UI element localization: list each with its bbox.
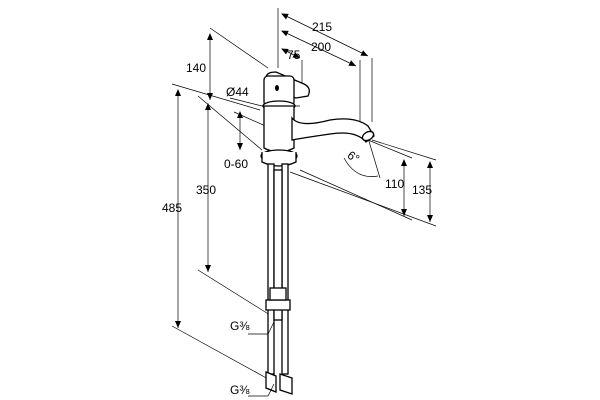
thread-fitting-right xyxy=(279,373,293,395)
dimension-135: 135 xyxy=(289,139,437,227)
dim-44-label: Ø44 xyxy=(226,85,249,99)
spout xyxy=(291,116,375,143)
dimension-485: 485 xyxy=(162,83,271,381)
dim-75-label: 75 xyxy=(287,48,301,62)
dimension-angle-6: 6° xyxy=(343,137,381,179)
mounting-rod xyxy=(273,169,283,321)
thread-label-2: G⅜ xyxy=(230,383,250,397)
spout-aerator xyxy=(361,130,375,142)
dimension-200: 200 xyxy=(281,30,361,125)
faucet xyxy=(260,71,375,395)
thread-callout-1: G⅜ xyxy=(230,319,275,335)
fixing-nut xyxy=(265,299,291,311)
dim-215-label: 215 xyxy=(312,20,332,34)
supply-hose-left xyxy=(267,163,275,375)
dim-350-label: 350 xyxy=(196,183,216,197)
dimension-110: 110 xyxy=(299,139,413,221)
supply-hose-right xyxy=(281,163,289,375)
dim-110-label: 110 xyxy=(385,177,404,191)
dim-0-60-label: 0-60 xyxy=(224,157,248,171)
dim-485-label: 485 xyxy=(162,201,182,215)
thread-label-1: G⅜ xyxy=(230,319,250,333)
dimension-140: 140 xyxy=(186,27,269,100)
dim-140-label: 140 xyxy=(186,61,206,75)
thread-callout-2: G⅜ xyxy=(230,383,275,397)
dim-200-label: 200 xyxy=(311,40,331,54)
faucet-body xyxy=(263,105,295,153)
dimension-350: 350 xyxy=(196,95,271,316)
thread-fitting-left xyxy=(265,371,277,393)
dim-135-label: 135 xyxy=(412,183,432,197)
dimension-75: 75 xyxy=(281,48,303,88)
